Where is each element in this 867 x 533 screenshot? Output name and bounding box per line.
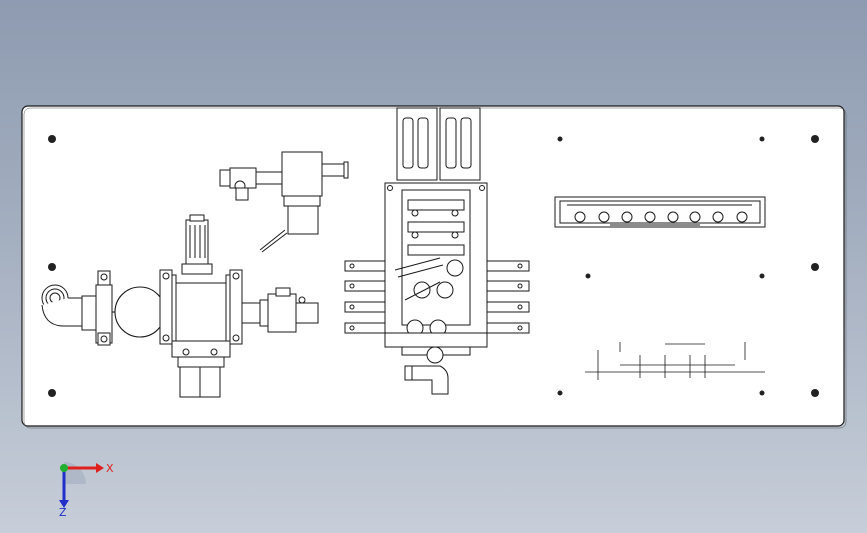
valve-manifold[interactable]: [344, 107, 530, 395]
solenoid-valve[interactable]: [219, 151, 349, 253]
io-module[interactable]: [554, 196, 766, 228]
x-axis-label: X: [106, 462, 114, 475]
regulator-block[interactable]: [159, 214, 243, 398]
z-axis-label: Z: [59, 506, 67, 519]
terminal-strip[interactable]: [585, 342, 765, 380]
push-in-fitting-right[interactable]: [241, 287, 319, 333]
y-axis-dot: [60, 464, 68, 472]
coordinate-triad: X Z: [59, 462, 114, 519]
mounting-holes: [48, 135, 819, 397]
elbow-fitting-left[interactable]: [41, 270, 113, 346]
